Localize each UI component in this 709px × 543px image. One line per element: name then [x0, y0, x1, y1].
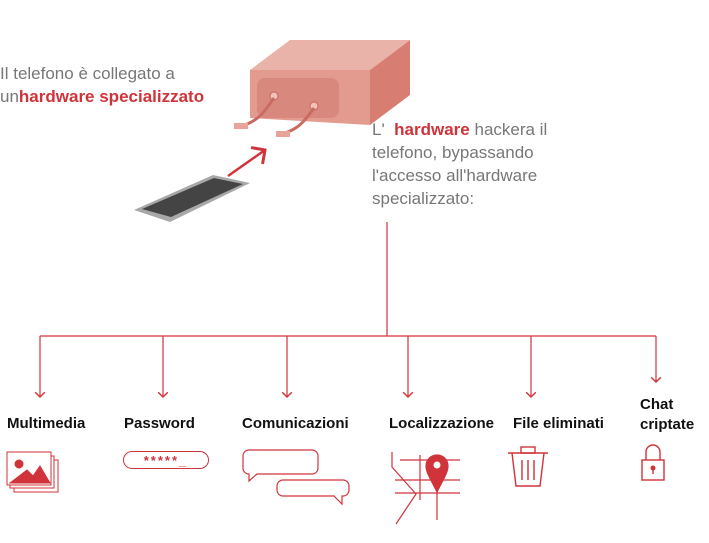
desc-line2: telefono, bypassando	[372, 143, 534, 162]
image-gallery-icon	[6, 451, 59, 493]
intro-line1: Il telefono è collegato a	[0, 64, 175, 83]
map-pin-icon	[391, 452, 460, 525]
intro-text: Il telefono è collegato a unhardware spe…	[0, 62, 204, 108]
intro-highlight: hardware specializzato	[18, 87, 205, 106]
hardware-box	[234, 40, 410, 137]
phone-icon	[134, 175, 250, 222]
desc-line3: l'accesso all'hardware	[372, 166, 538, 185]
category-label-comunicazioni: Comunicazioni	[242, 415, 349, 432]
desc-highlight: hardware	[394, 120, 470, 139]
description-text: L' hardware hackera il telefono, bypassa…	[372, 118, 547, 210]
desc-prefix: L'	[372, 120, 385, 139]
category-label-localizzazione: Localizzazione	[389, 415, 495, 432]
trash-icon	[508, 446, 548, 487]
tree-lines	[34, 222, 662, 399]
password-field-icon: *****_	[123, 451, 209, 469]
desc-line4: specializzato:	[372, 189, 475, 208]
chat-label-line1: Chat	[640, 396, 674, 413]
category-label-password: Password	[124, 415, 195, 432]
chat-bubbles-icon	[242, 449, 350, 506]
desc-rest: hackera il	[474, 120, 548, 139]
category-label-file-eliminati: File eliminati	[513, 415, 604, 432]
chat-label-line2: criptate	[640, 416, 695, 433]
lock-icon	[641, 444, 665, 481]
desc-line1: L' hardware hackera il	[372, 118, 547, 141]
intro-line2: unhardware specializzato	[0, 85, 204, 108]
category-label-chat-criptate: Chat criptate	[640, 395, 694, 435]
connect-arrow	[227, 146, 267, 178]
intro-prefix: un	[0, 87, 19, 106]
category-label-multimedia: Multimedia	[7, 415, 86, 432]
